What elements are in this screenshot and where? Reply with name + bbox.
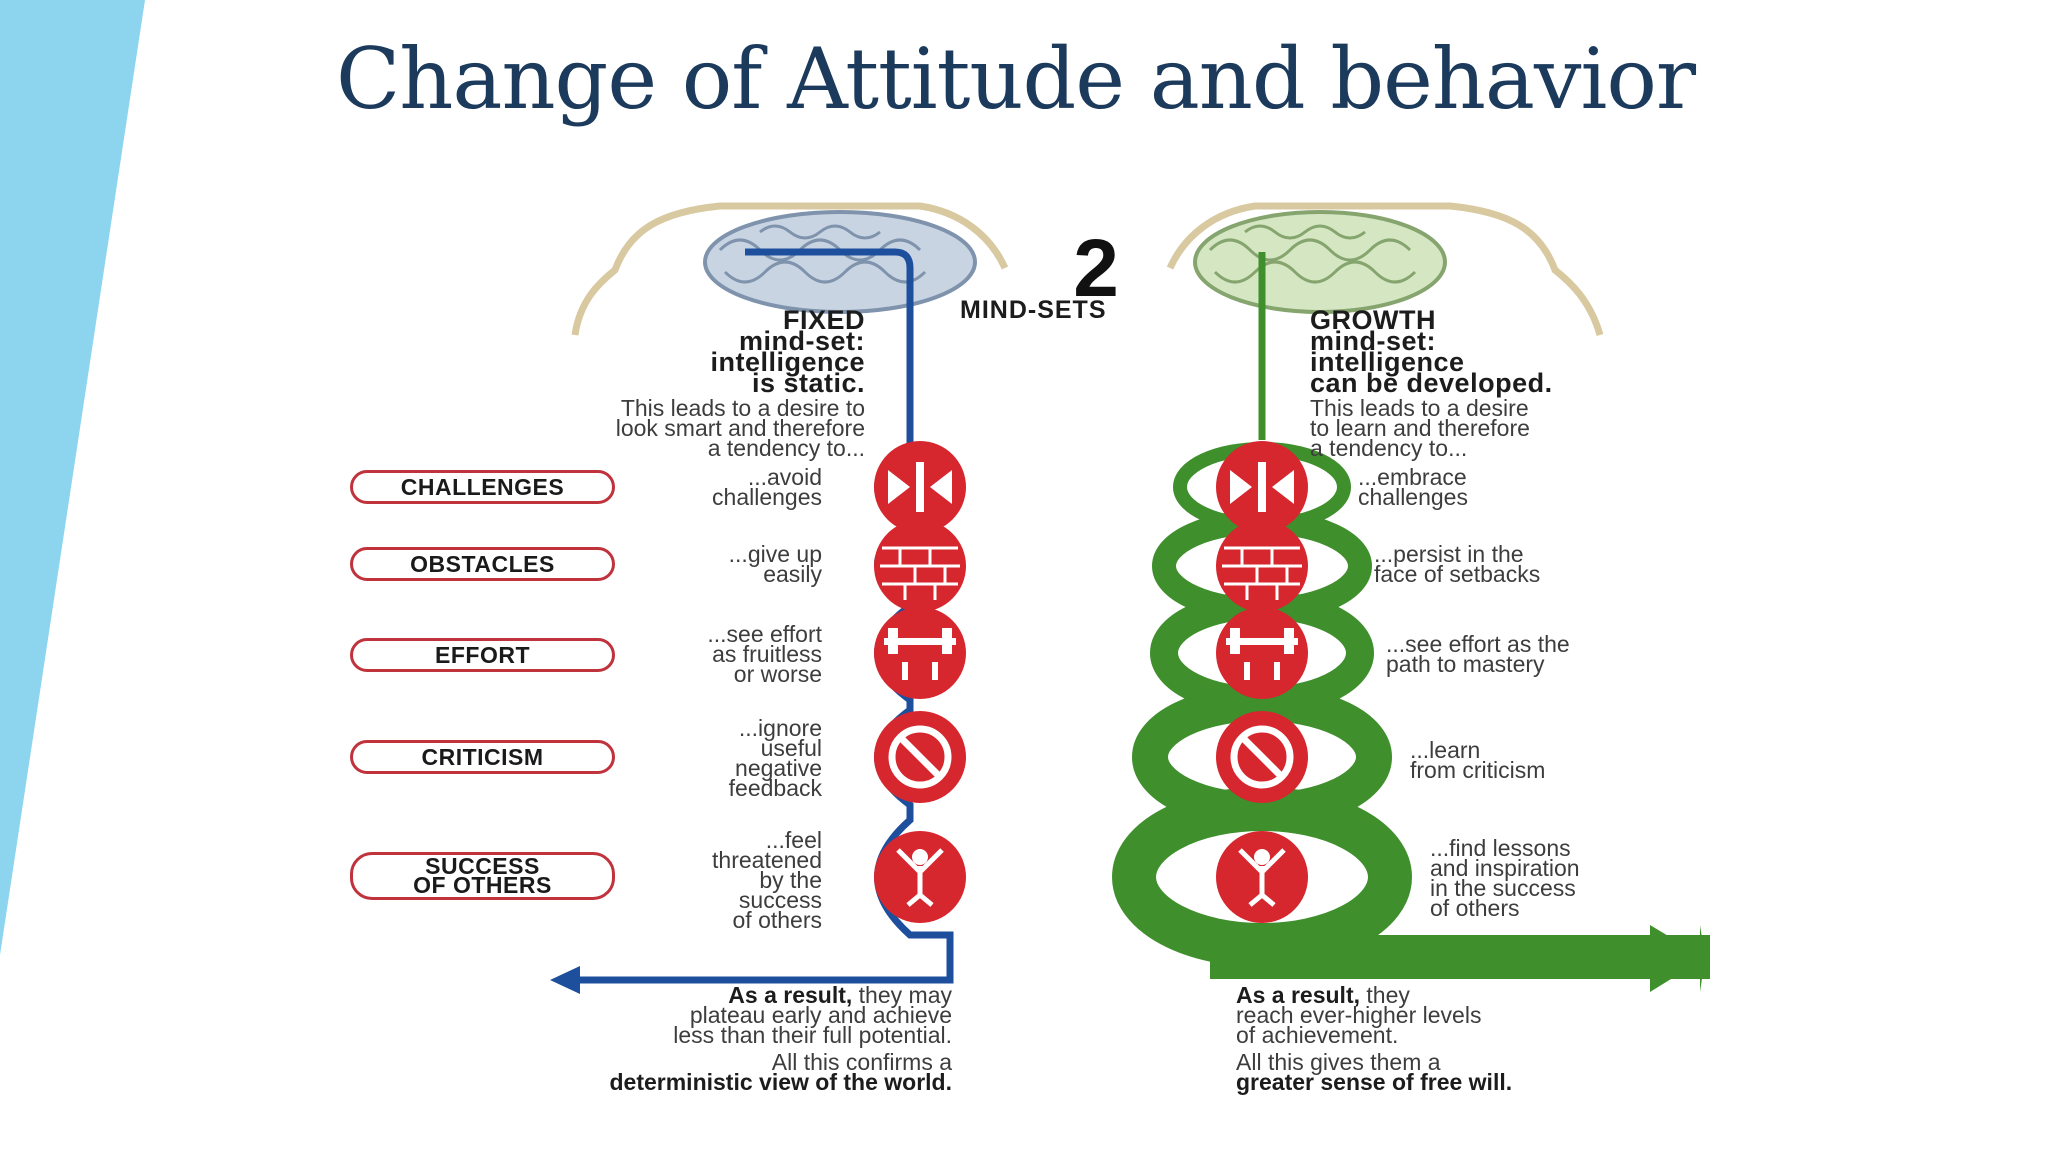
growth-arrow-triangle-main [1650,925,1705,992]
growth-conclusion: All this gives them a [1236,1049,1441,1075]
growth-row-challenges: ...embrace challenges [1358,464,1468,510]
fixed-row-success-of-others: ...feel threatened by the success of oth… [712,827,822,933]
fixed-row-challenges: ...avoid challenges [712,464,822,510]
row-label-success-of-others: SUCCESS OF OTHERS [350,852,615,900]
row-label-criticism: CRITICISM [350,740,615,774]
fixed-result: As a result, they may plateau early and … [440,982,952,1048]
fixed-result-bold: As a result, [728,982,853,1008]
fixed-head-outline [571,202,1009,336]
growth-row-obstacles: ...persist in the face of setbacks [1374,541,1541,587]
growth-brain-icon [1193,210,1447,314]
growth-effort-barbell-icon [1216,607,1308,699]
growth-row-effort: ...see effort as the path to mastery [1386,631,1570,677]
fixed-row-obstacles: ...give up easily [728,541,822,587]
slide-title: Change of Attitude and behavior [336,30,1696,128]
growth-conclusion-bold: greater sense of free will. [1236,1069,1513,1095]
fixed-effort-barbell-icon [874,607,966,699]
fixed-criticism-no-entry-icon [874,711,966,803]
row-label-challenges: CHALLENGES [350,470,615,504]
fixed-heading: FIXED mind-set: intelligence is static. [710,305,865,398]
fixed-result-text: they may plateau early and achieve less … [673,982,952,1048]
growth-row-criticism: ...learn from criticism [1410,737,1546,783]
fixed-brain-icon [703,210,977,314]
growth-head-outline [1166,202,1604,336]
row-label-obstacles: OBSTACLES [350,547,615,581]
row-label-effort: EFFORT [350,638,615,672]
growth-result-text: they reach ever-higher levels of achieve… [1236,982,1482,1048]
fixed-row-criticism: ...ignore useful negative feedback [728,715,822,801]
fixed-intro: This leads to a desire to look smart and… [615,395,865,461]
growth-success-trophy-figure-icon [1216,831,1308,923]
slide-accent-stripe [0,0,145,955]
growth-result: As a result, they reach ever-higher leve… [1236,982,1696,1048]
growth-heading: GROWTH mind-set: intelligence can be dev… [1310,305,1553,398]
growth-criticism-no-entry-icon [1216,711,1308,803]
fixed-row-effort: ...see effort as fruitless or worse [707,621,822,687]
fixed-obstacles-brick-wall-icon [874,520,966,612]
fixed-result-arrowhead [550,966,580,994]
fixed-conclusion: All this confirms a [771,1049,952,1075]
fixed-success-trophy-figure-icon [874,831,966,923]
fixed-conclusion-bold: deterministic view of the world. [609,1069,952,1095]
fixed-challenges-arrows-blocked-icon [874,441,966,533]
growth-obstacles-brick-wall-icon [1216,520,1308,612]
growth-result-bold: As a result, [1236,982,1360,1008]
mindsets-subtitle: MIND-SETS [960,296,1107,324]
growth-intro: This leads to a desire to learn and ther… [1310,395,1530,461]
growth-challenges-arrows-blocked-icon [1216,441,1308,533]
growth-row-success-of-others: ...find lessons and inspiration in the s… [1430,835,1580,921]
mindsets-number: 2 [1073,223,1119,314]
